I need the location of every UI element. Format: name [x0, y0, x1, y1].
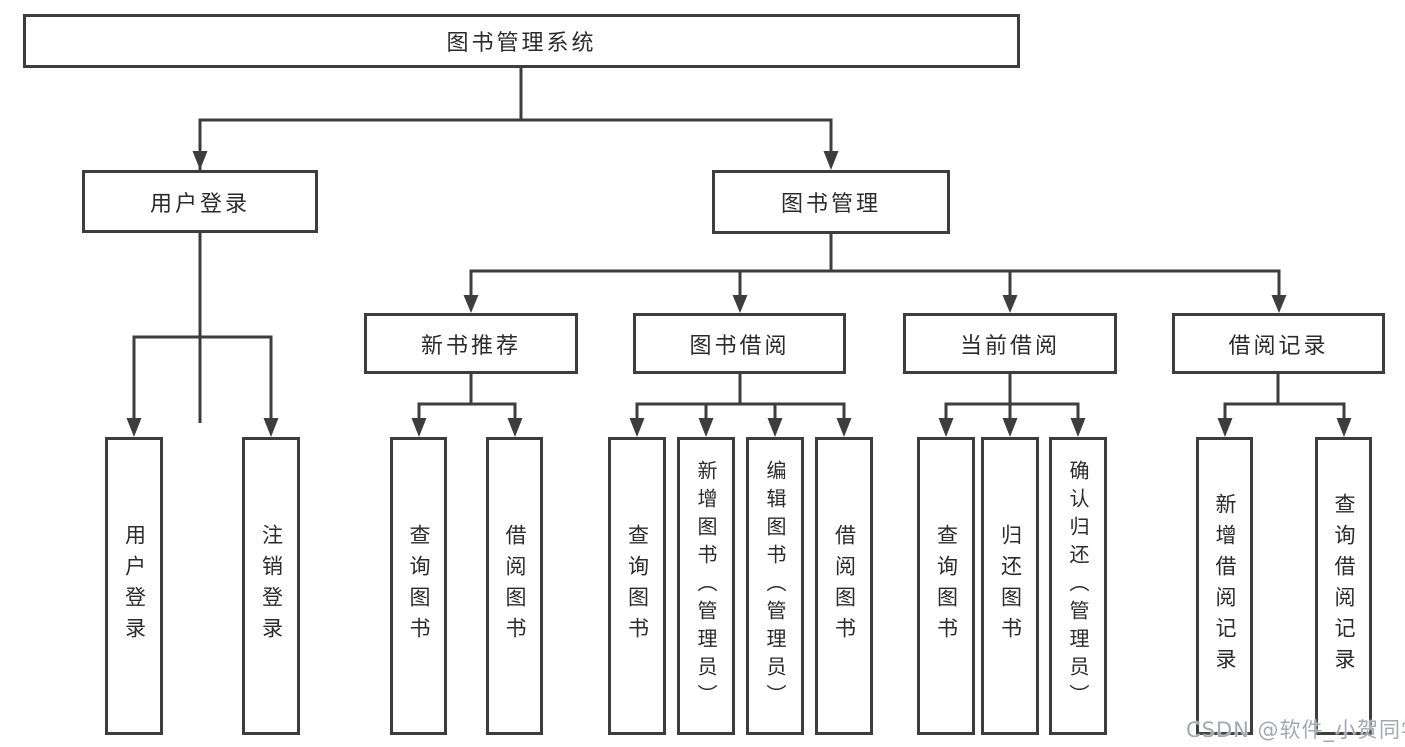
leaf-user-login-label: 用户登录	[122, 524, 147, 648]
arrowhead	[507, 418, 523, 437]
arrowhead	[836, 418, 852, 437]
leaf-br-add-record-label: 新增借阅记录	[1213, 493, 1237, 679]
node-user-login: 用户登录	[82, 170, 318, 233]
arrowhead	[126, 418, 142, 437]
leaf-cb-confirm-return-admin-label: 确认归还（管理员）	[1066, 460, 1090, 712]
arrowhead	[1002, 418, 1018, 437]
leaf-cb-return-books: 归还图书	[981, 437, 1039, 735]
arrowhead	[732, 295, 748, 313]
csdn-watermark: CSDN @软件_小贺同学	[1186, 718, 1405, 742]
node-book-borrow: 图书借阅	[633, 313, 846, 374]
leaf-cb-query-books-label: 查询图书	[934, 524, 959, 648]
arrowheads	[126, 151, 1352, 437]
leaf-br-add-record: 新增借阅记录	[1196, 437, 1253, 735]
arrowhead	[463, 295, 479, 313]
arrowhead	[767, 418, 783, 437]
arrowhead	[1070, 418, 1086, 437]
leaf-cb-confirm-return-admin: 确认归还（管理员）	[1049, 437, 1107, 735]
arrowhead	[1002, 295, 1018, 313]
leaf-nbr-query-books-label: 查询图书	[407, 524, 431, 648]
arrowhead	[698, 418, 714, 437]
connector-paths	[132, 68, 1346, 423]
leaf-nbr-borrow-books-label: 借阅图书	[503, 524, 527, 648]
leaf-bb-add-books-admin-label: 新增图书（管理员）	[694, 460, 718, 712]
node-borrow-records: 借阅记录	[1172, 313, 1385, 374]
leaf-br-query-record: 查询借阅记录	[1315, 437, 1372, 735]
leaf-logout-label: 注销登录	[259, 524, 284, 648]
arrowhead	[823, 151, 839, 170]
arrowhead	[1271, 295, 1287, 313]
arrowhead	[1217, 418, 1233, 437]
leaf-user-login: 用户登录	[105, 437, 163, 735]
leaf-bb-query-books-label: 查询图书	[625, 524, 650, 648]
leaf-logout: 注销登录	[242, 437, 300, 735]
leaf-bb-borrow-books-label: 借阅图书	[832, 524, 857, 648]
leaf-cb-query-books: 查询图书	[917, 437, 975, 735]
arrowhead	[192, 151, 208, 170]
arrowhead	[411, 418, 427, 437]
node-current-borrow: 当前借阅	[903, 313, 1117, 374]
arrowhead	[629, 418, 645, 437]
arrowhead	[263, 418, 279, 437]
leaf-br-query-record-label: 查询借阅记录	[1332, 493, 1356, 679]
root-node: 图书管理系统	[23, 14, 1020, 68]
leaf-bb-query-books: 查询图书	[608, 437, 666, 735]
leaf-nbr-query-books: 查询图书	[390, 437, 447, 735]
leaf-nbr-borrow-books: 借阅图书	[486, 437, 543, 735]
leaf-bb-add-books-admin: 新增图书（管理员）	[677, 437, 735, 735]
node-new-book-recommend: 新书推荐	[364, 313, 578, 374]
leaf-bb-edit-books-admin-label: 编辑图书（管理员）	[763, 460, 787, 712]
arrowhead	[1336, 418, 1352, 437]
leaf-bb-borrow-books: 借阅图书	[815, 437, 873, 735]
leaf-cb-return-books-label: 归还图书	[998, 524, 1023, 648]
node-book-management: 图书管理	[712, 170, 950, 234]
leaf-bb-edit-books-admin: 编辑图书（管理员）	[746, 437, 804, 735]
arrowhead	[938, 418, 954, 437]
